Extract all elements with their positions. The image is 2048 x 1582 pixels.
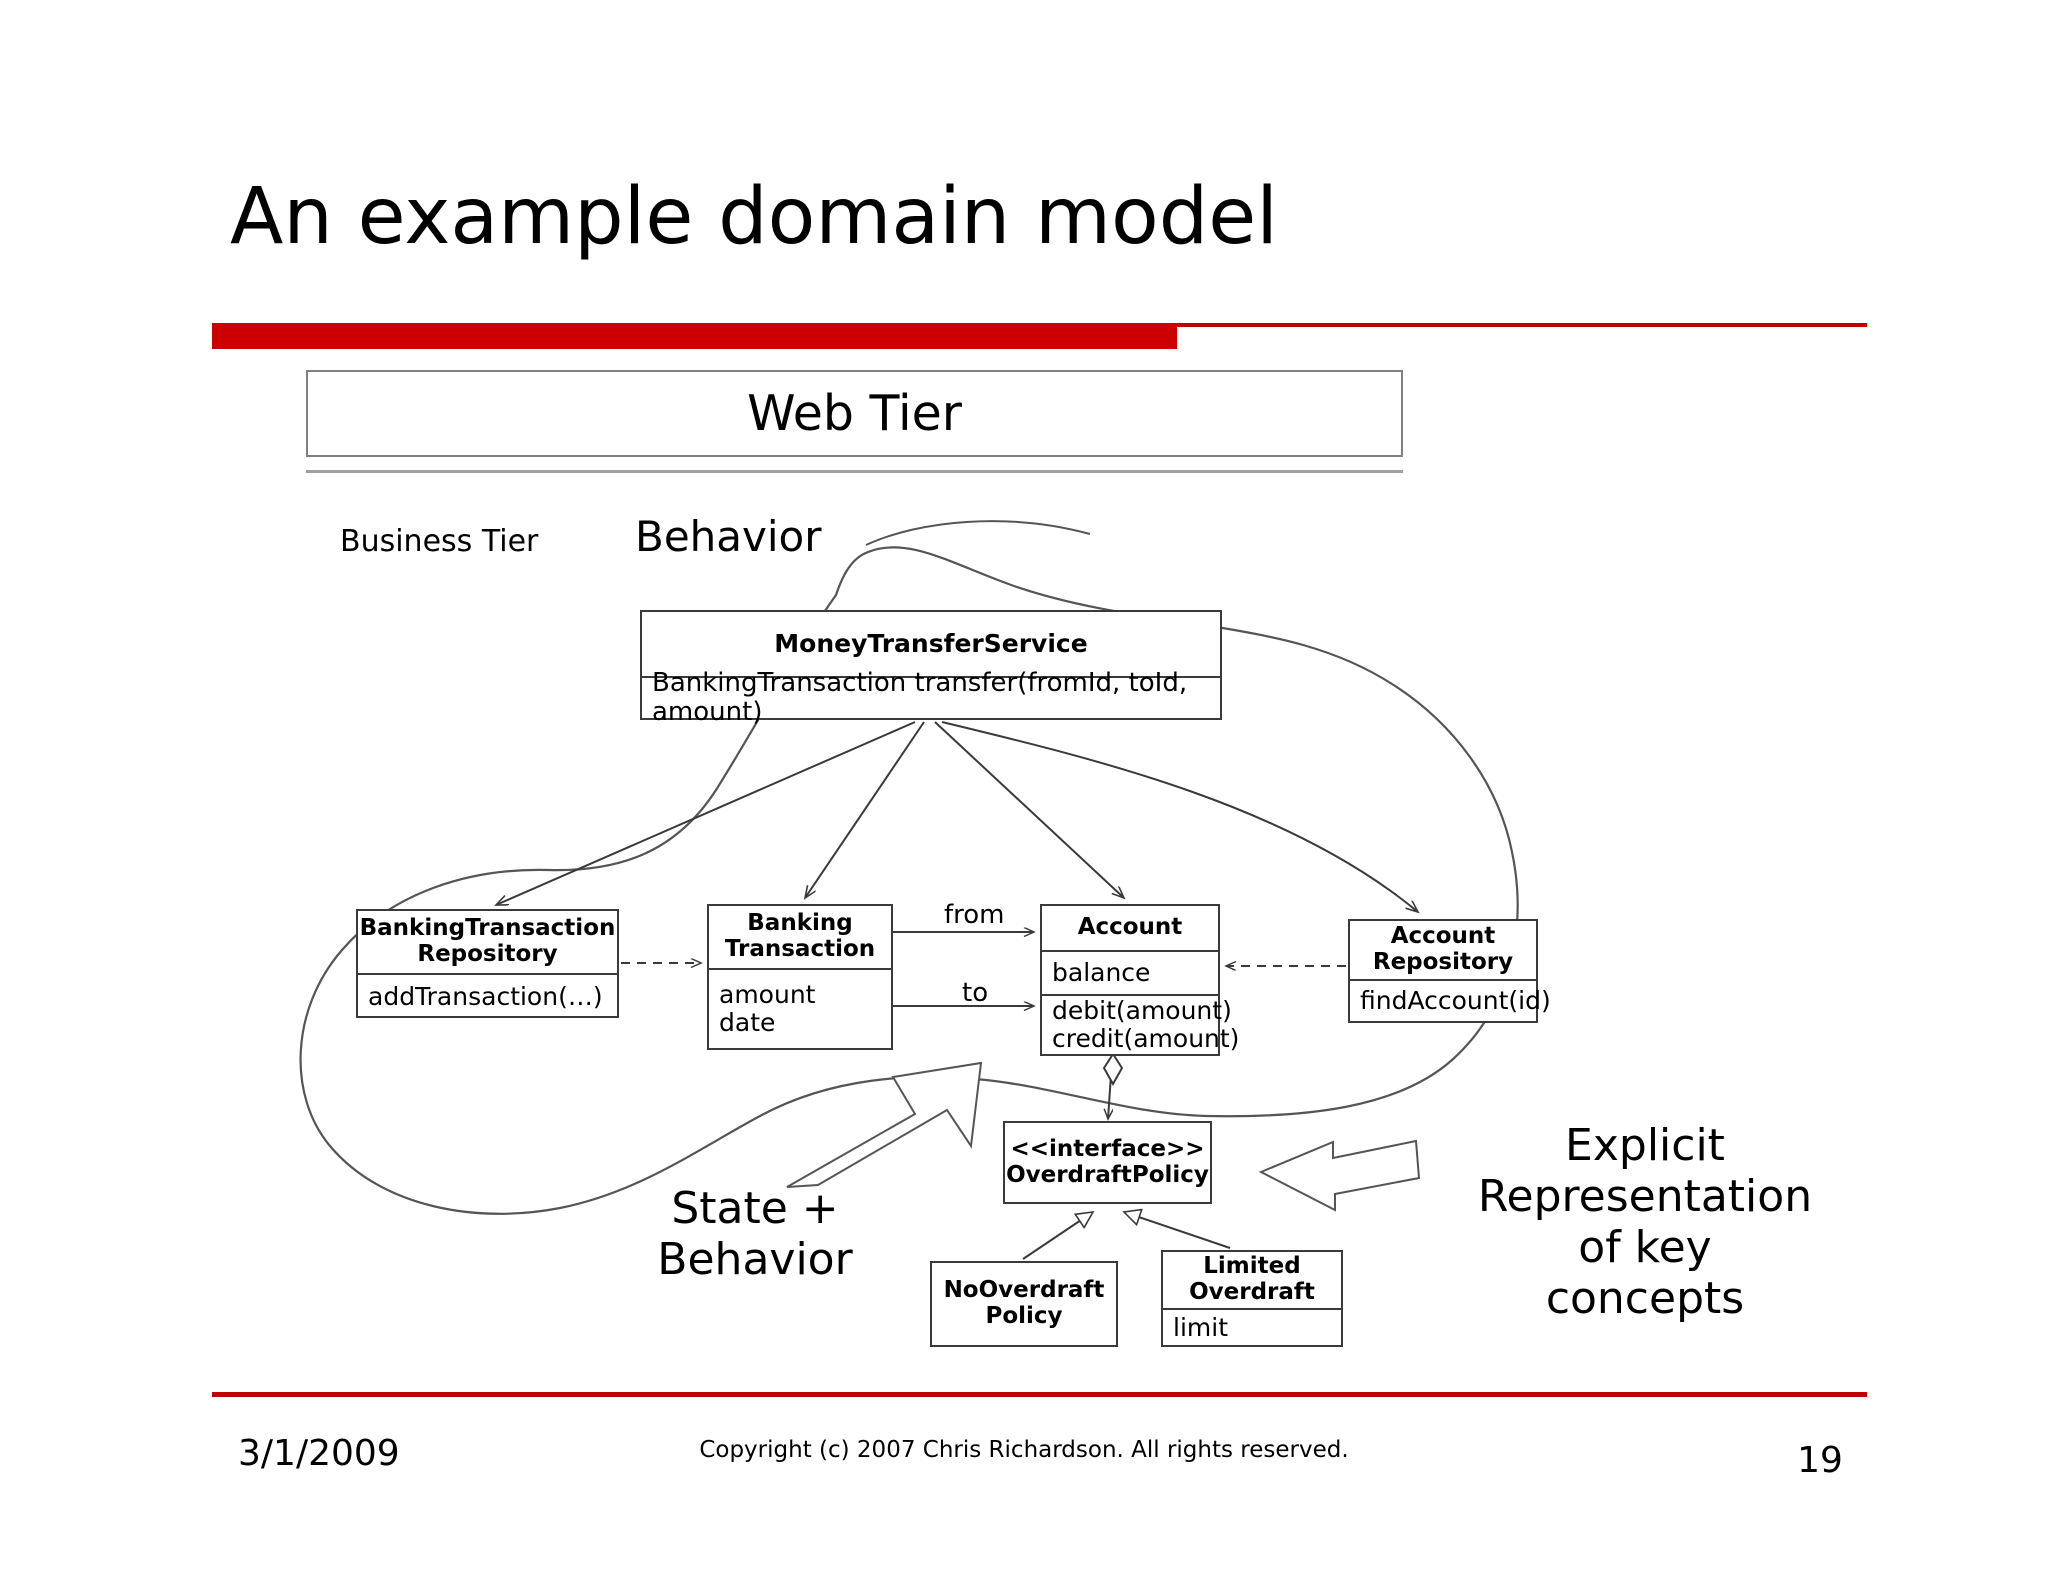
class-name-line1: BankingTransaction [359,915,616,942]
class-name-line2: Transaction [724,936,876,962]
class-name-compartment: Account [1042,906,1218,950]
state-behavior-annotation: State + Behavior [545,1183,965,1285]
behavior-leader-line [865,520,1091,546]
class-operations-compartment: findAccount(id) [1350,979,1551,1021]
aggregation-diamond [1102,1052,1124,1087]
class-name-compartment: MoneyTransferService [642,612,1220,676]
operation: debit(amount) [1052,996,1232,1025]
uml-class-account-repository[interactable]: Account Repository findAccount(id) [1348,919,1551,1023]
class-name-line1: Account [1390,923,1496,950]
operation: BankingTransaction transfer(fromId, toId… [652,667,1188,727]
web-tier-box: Web Tier [306,370,1403,457]
class-name-compartment: NoOverdraft Policy [932,1263,1116,1345]
edge-mts-to-account-repository [941,721,1418,912]
footer-divider [212,1392,1867,1397]
class-name-line1: NoOverdraft [943,1277,1105,1304]
class-name-line1: Banking [747,910,853,937]
uml-class-no-overdraft-policy[interactable]: NoOverdraft Policy [930,1261,1118,1347]
uml-interface-overdraft-policy[interactable]: <<interface>> OverdraftPolicy [1003,1121,1212,1204]
annotation-line2: Representation [1477,1171,1813,1223]
class-name: OverdraftPolicy [1006,1161,1209,1188]
annotation-line2: Behavior [657,1234,853,1286]
class-attributes-compartment: limit [1163,1308,1341,1345]
title-divider-thick [212,323,1177,349]
class-name-line2: Repository [417,941,558,967]
explicit-representation-annotation: Explicit Representation of key concepts [1420,1120,1870,1324]
web-tier-label: Web Tier [747,385,962,442]
uml-class-banking-transaction-repository[interactable]: BankingTransaction Repository addTransac… [356,909,619,1018]
class-name-line1: Limited [1203,1253,1301,1280]
uml-class-limited-overdraft[interactable]: Limited Overdraft limit [1161,1250,1343,1347]
business-tier-label: Business Tier [340,524,539,559]
class-name-line2: Policy [985,1303,1063,1329]
uml-class-money-transfer-service[interactable]: MoneyTransferService BankingTransaction … [640,610,1222,727]
class-stereotype: <<interface>> [1010,1135,1205,1162]
edge-mts-to-banking-transaction [805,721,925,898]
class-attributes-compartment: amount date [709,968,891,1048]
web-tier-underline [306,470,1403,473]
edge-account-to-overdraft-policy [1102,1052,1124,1119]
association-label-from: from [944,900,1005,930]
page-title: An example domain model [230,172,1278,262]
class-name: MoneyTransferService [774,629,1088,658]
annotation-line3: of key [1578,1222,1712,1274]
attribute: limit [1173,1312,1228,1342]
footer-copyright: Copyright (c) 2007 Chris Richardson. All… [699,1437,1349,1463]
class-attributes-compartment: balance [1042,950,1218,994]
footer-page-number: 19 [1797,1440,1843,1481]
footer-date: 3/1/2009 [238,1433,400,1474]
class-operations-compartment: addTransaction(…) [358,973,617,1018]
class-name-line2: Repository [1372,949,1514,975]
uml-class-account[interactable]: Account balance debit(amount) credit(amo… [1040,904,1240,1056]
class-name: Account [1077,914,1183,941]
class-name-compartment: Limited Overdraft [1163,1252,1341,1308]
annotation-line1: State + [671,1183,839,1234]
operation: credit(amount) [1052,1024,1240,1053]
class-operations-compartment: debit(amount) credit(amount) [1042,994,1240,1054]
attribute: date [719,1008,776,1037]
class-name-line2: Overdraft [1189,1279,1315,1305]
edge-limited-overdraft-generalization [1124,1212,1231,1249]
class-name-compartment: Banking Transaction [709,906,891,968]
annotation-line4: concepts [1545,1273,1745,1325]
class-operations-compartment: BankingTransaction transfer(fromId, toId… [642,668,1220,727]
class-name-compartment: BankingTransaction Repository [358,911,617,973]
association-label-to: to [962,978,989,1008]
operation: findAccount(id) [1360,986,1551,1015]
attribute: amount [719,980,816,1009]
uml-class-banking-transaction[interactable]: Banking Transaction amount date [707,904,893,1050]
class-name-compartment: Account Repository [1350,921,1536,979]
edge-mts-to-account [934,721,1124,898]
edge-no-overdraft-generalization [1022,1212,1093,1260]
operation: addTransaction(…) [368,981,603,1011]
edge-mts-to-btrepo [496,721,916,906]
state-behavior-callout-arrow [786,1061,983,1188]
class-name-compartment: <<interface>> OverdraftPolicy [1005,1123,1210,1202]
attribute: balance [1052,958,1151,987]
behavior-annotation-label: Behavior [635,512,822,561]
annotation-line1: Explicit [1565,1120,1725,1171]
explicit-representation-callout-arrow [1258,1139,1421,1212]
